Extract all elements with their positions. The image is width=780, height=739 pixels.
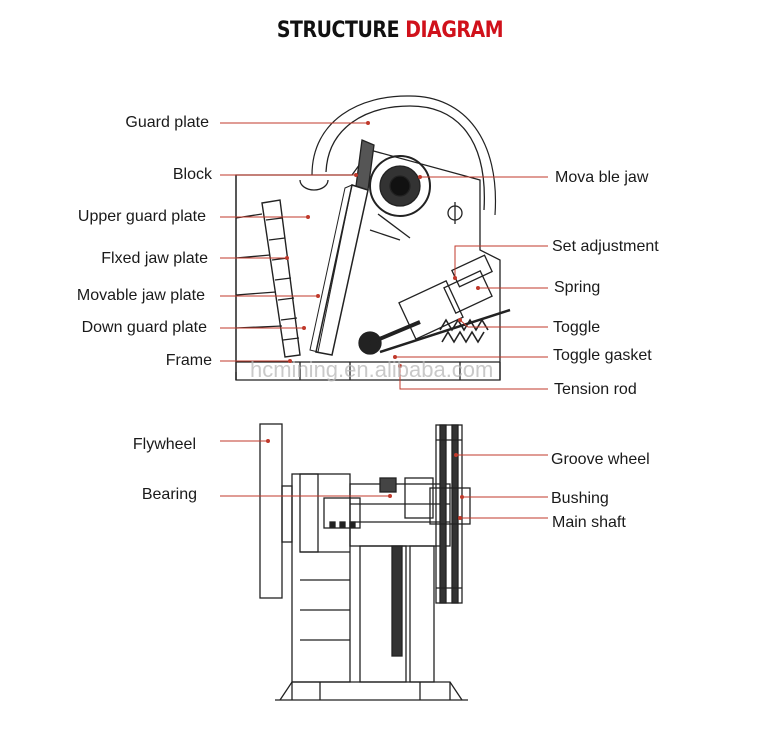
label-bushing: Bushing — [551, 490, 609, 507]
label-guard-plate: Guard plate — [125, 114, 209, 131]
label-toggle: Toggle — [553, 319, 601, 336]
label-toggle-gasket: Toggle gasket — [553, 347, 652, 364]
label-main-shaft: Main shaft — [552, 514, 626, 531]
label-flywheel: Flywheel — [132, 436, 196, 453]
label-bearing: Bearing — [141, 486, 197, 503]
watermark: hcmining.en.alibaba.com — [250, 357, 494, 382]
label-upper-guard-plate: Upper guard plate — [77, 208, 206, 225]
label-groove-wheel: Groove wheel — [551, 451, 650, 468]
label-spring: Spring — [554, 279, 601, 296]
label-block: Block — [172, 166, 212, 183]
label-down-guard-plate: Down guard plate — [81, 319, 207, 336]
label-set-adjustment: Set adjustment — [552, 238, 659, 255]
title-part-structure: STRUCTURE — [276, 18, 406, 43]
label-frame: Frame — [165, 352, 212, 369]
label-movable-jaw: Mova ble jaw — [555, 169, 649, 186]
label-fixed-jaw-plate: Flxed jaw plate — [101, 250, 208, 267]
label-tension-rod: Tension rod — [554, 381, 637, 398]
label-movable-jaw-plate: Movable jaw plate — [76, 287, 205, 304]
title-part-diagram: DIAGRAM — [405, 18, 504, 43]
page-title: STRUCTURE DIAGRAM — [55, 18, 726, 43]
leader-lines — [220, 122, 548, 519]
